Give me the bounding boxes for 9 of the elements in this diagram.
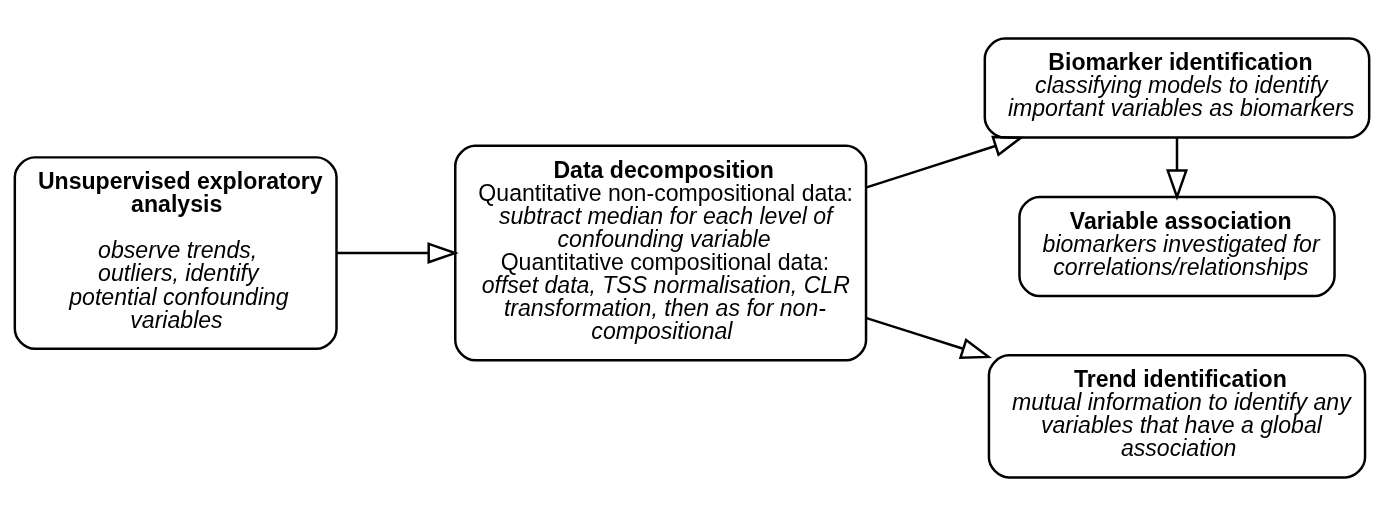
arrow [866,135,1025,189]
node-box: Unsupervised exploratory analysis observe trends, outliers, identify potential confounding variables [13,155,338,350]
node-box: Biomarker identification classifying models to identify important variables as biomarkers [983,36,1371,139]
node-box: Trend identification mutual information to identify any variables that have a global association [987,353,1367,479]
arrow [866,316,992,359]
arrow [337,241,459,264]
arrow [1166,137,1188,201]
node-box: Data decomposition Quantitative non-compositional data: subtract median for each level of confounding variable Quantitative compositional data: offset data, TSS normalisation, CLR transformation, then as for non-compositional [454,144,868,361]
node-box: Variable association biomarkers investigated for correlations/relationships [1018,195,1336,297]
